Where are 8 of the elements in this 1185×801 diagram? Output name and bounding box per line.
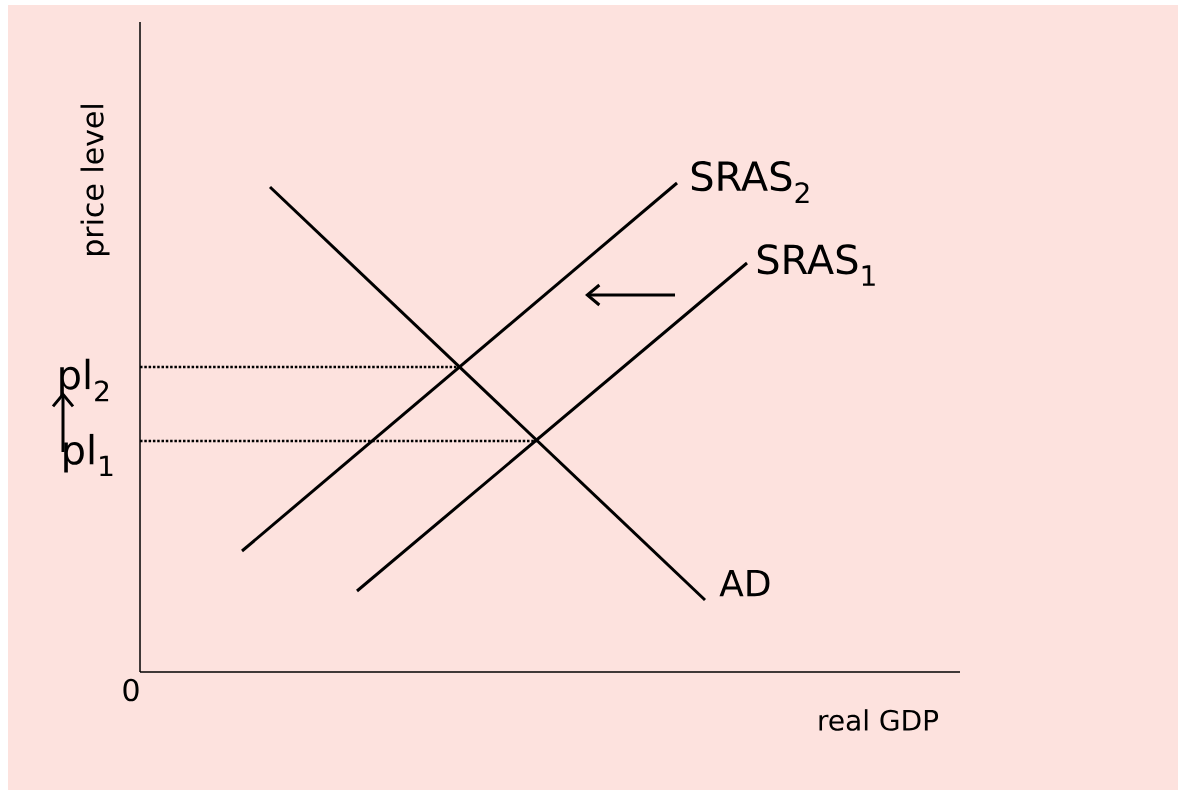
price-label: pl$_{2}$ [60, 358, 109, 402]
curve-label: AD [719, 569, 770, 597]
origin-label: 0 [123, 678, 139, 702]
axis-label: price level [80, 105, 110, 256]
curve-label: SRAS$_{1}$ [757, 244, 875, 286]
axis-label: real GDP [819, 709, 939, 731]
curve-label: SRAS$_{2}$ [691, 161, 809, 203]
price-label: pl$_{1}$ [64, 433, 113, 477]
